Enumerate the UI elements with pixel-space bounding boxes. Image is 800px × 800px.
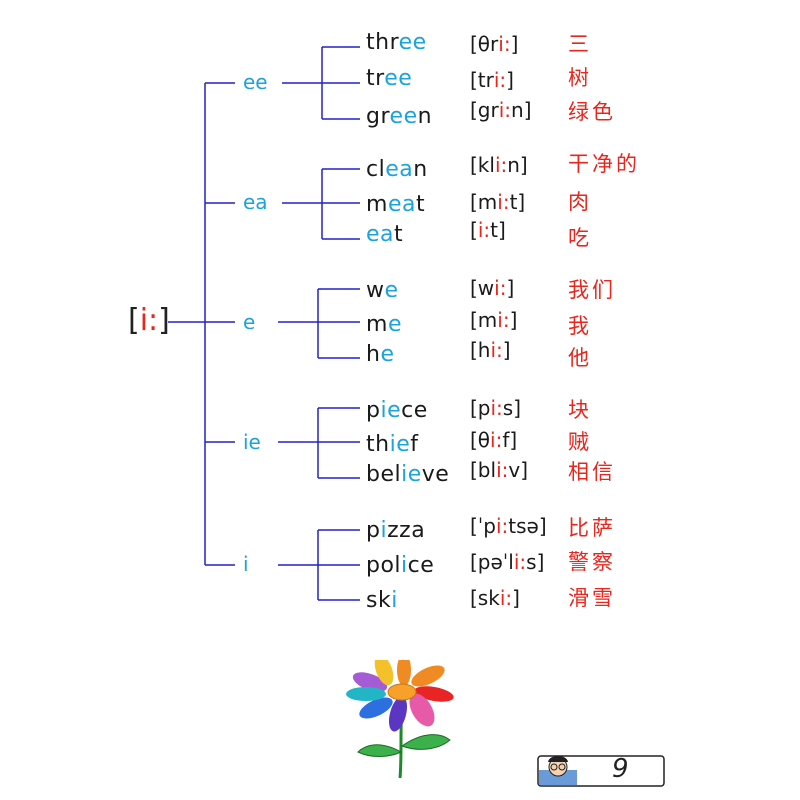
translation: 贼 (568, 430, 592, 454)
group-label-ee: ee (243, 70, 268, 94)
phonetic: [kli:n] (470, 153, 528, 177)
phonetic: [hi:] (470, 338, 511, 362)
phonetic: [ski:] (470, 586, 520, 610)
word: he (366, 342, 395, 367)
word: eat (366, 222, 404, 247)
word: meat (366, 192, 426, 217)
word: police (366, 553, 435, 578)
group-label-ie: ie (243, 430, 261, 454)
translation: 吃 (568, 226, 592, 250)
translation: 滑雪 (568, 586, 616, 610)
phonetic: [mi:] (470, 308, 518, 332)
page-number: 9 (612, 754, 629, 784)
translation: 树 (568, 66, 592, 90)
root-phoneme: [i:] (128, 303, 170, 338)
word: ski (366, 588, 398, 613)
phonetic: [bli:v] (470, 458, 528, 482)
word: believe (366, 462, 450, 487)
phonetic: [gri:n] (470, 98, 532, 122)
word: clean (366, 157, 428, 182)
translation: 警察 (568, 550, 616, 574)
word: pizza (366, 518, 426, 543)
phonetic: [wi:] (470, 276, 515, 300)
translation: 我 (568, 314, 592, 338)
page-badge (537, 755, 665, 787)
word: we (366, 278, 399, 303)
group-label-e: e (243, 310, 256, 334)
word: three (366, 30, 427, 55)
translation: 三 (568, 32, 592, 56)
group-label-ea: ea (243, 190, 268, 214)
phonetic: [i:t] (470, 218, 506, 242)
word: green (366, 104, 433, 129)
root-bracket-open: [ (128, 303, 140, 338)
flower-illustration (346, 660, 454, 779)
translation: 干净的 (568, 152, 640, 176)
word: me (366, 312, 402, 337)
translation: 他 (568, 346, 592, 370)
group-label-i: i (243, 552, 249, 576)
translation: 肉 (568, 190, 592, 214)
word: thief (366, 432, 419, 457)
translation: 相信 (568, 460, 616, 484)
translation: 绿色 (568, 100, 616, 124)
word: tree (366, 66, 413, 91)
translation: 比萨 (568, 516, 616, 540)
translation: 块 (568, 398, 592, 422)
phonetic: [θri:] (470, 32, 519, 56)
phonetic: [mi:t] (470, 190, 526, 214)
phonetic: [θi:f] (470, 428, 518, 452)
phonetic: [pi:s] (470, 396, 522, 420)
root-phoneme-symbol: i: (139, 303, 159, 338)
phonetic: [ˈpi:tsə] (470, 514, 547, 538)
root-bracket-close: ] (158, 303, 170, 338)
translation: 我们 (568, 278, 616, 302)
phonetic: [pəˈli:s] (470, 550, 545, 574)
phonetic: [tri:] (470, 68, 514, 92)
word: piece (366, 398, 428, 423)
